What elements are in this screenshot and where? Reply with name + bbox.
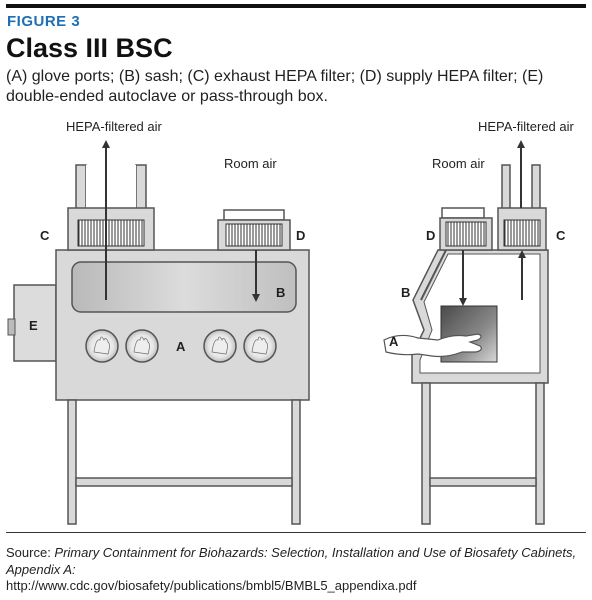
side-room-air-label: Room air: [432, 156, 485, 171]
supply-hepa-filter: [225, 223, 283, 247]
supply-filter-cap: [223, 209, 285, 221]
stand-leg-left: [67, 399, 77, 525]
front-room-air-label: Room air: [224, 156, 277, 171]
side-stand-leg-right: [535, 382, 545, 525]
side-exhaust-air-label: HEPA-filtered air: [478, 119, 575, 134]
label-c-front: C: [40, 228, 50, 243]
source-note: Source: Primary Containment for Biohazar…: [6, 545, 586, 595]
label-e: E: [29, 318, 38, 333]
label-d-front: D: [296, 228, 305, 243]
source-url[interactable]: http://www.cdc.gov/biosafety/publication…: [6, 578, 417, 593]
side-sash: [420, 249, 447, 301]
arm-glove-icon: [383, 333, 482, 358]
figure-caption: (A) glove ports; (B) sash; (C) exhaust H…: [6, 68, 544, 105]
label-c-side: C: [556, 228, 566, 243]
front-view: HEPA-filtered air Room air C D B E A: [7, 119, 310, 525]
side-stand-leg-left: [421, 382, 431, 525]
exhaust-hepa-filter: [77, 219, 145, 247]
pass-through-box: [13, 284, 57, 362]
bsc-diagram: HEPA-filtered air Room air C D B E A: [7, 119, 575, 525]
glove-icon: [211, 336, 228, 355]
stand-crossbar: [75, 477, 293, 487]
glove-icon: [251, 336, 268, 355]
source-title: Primary Containment for Biohazards: Sele…: [6, 545, 577, 577]
stand-leg-right: [291, 399, 301, 525]
side-exhaust-hepa-filter: [503, 219, 541, 247]
label-d-side: D: [426, 228, 435, 243]
side-supply-hepa-filter: [445, 221, 487, 247]
side-stand-crossbar: [429, 477, 537, 487]
pass-through-box-door: [7, 318, 16, 336]
glove-icon: [133, 336, 150, 355]
bottom-rule: [6, 532, 586, 533]
side-view: Room air HEPA-filtered air D C B A: [383, 119, 575, 525]
label-b-side: B: [401, 285, 410, 300]
figure-title: Class III BSC: [6, 33, 173, 63]
label-b-front: B: [276, 285, 285, 300]
glove-icon: [93, 336, 110, 355]
exhaust-duct-fill: [86, 165, 136, 208]
side-exhaust-duct: [501, 164, 541, 208]
figure-label: FIGURE 3: [7, 13, 81, 30]
top-rule: [6, 4, 586, 8]
label-a-front: A: [176, 339, 186, 354]
front-window: [71, 261, 297, 313]
glove-ports: [85, 329, 277, 363]
label-a-side: A: [389, 334, 399, 349]
side-supply-filter-cap: [441, 207, 485, 219]
front-exhaust-air-label: HEPA-filtered air: [66, 119, 163, 134]
source-prefix: Source:: [6, 545, 55, 560]
